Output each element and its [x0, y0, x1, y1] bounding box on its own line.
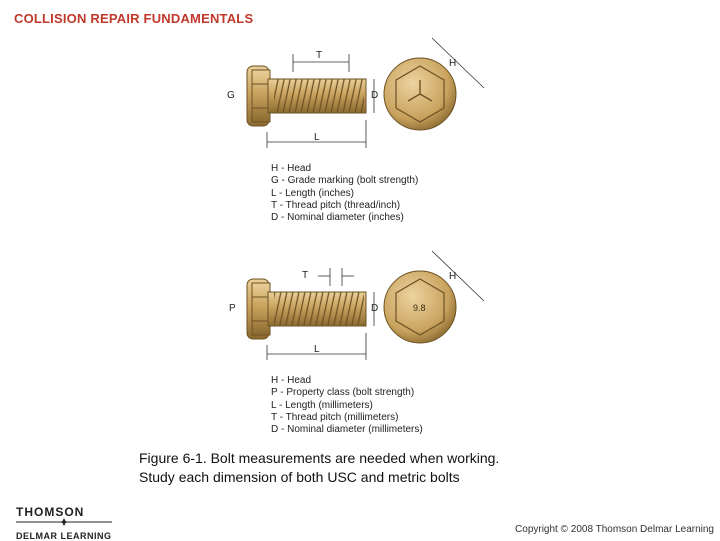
- metric-bolt-label-t: T: [302, 270, 308, 281]
- legend-item: L - Length (millimeters): [271, 399, 373, 411]
- metric-bolt-side-view: [246, 278, 367, 340]
- usc-bolt-dimensions: [266, 37, 485, 148]
- legend-item: D - Nominal diameter (millimeters): [271, 424, 423, 436]
- metric-bolt-dimensions: [266, 250, 485, 360]
- logo-star-icon: [16, 518, 112, 526]
- metric-bolt-end-view: 9.8: [383, 270, 457, 344]
- logo-bottom-text: DELMAR LEARNING: [16, 531, 112, 541]
- metric-bolt-label-h: H: [449, 271, 456, 282]
- usc-bolt-label-l: L: [314, 132, 320, 143]
- property-class-marking: 9.8: [413, 303, 426, 313]
- usc-bolt-label-t: T: [316, 50, 322, 61]
- usc-bolt-label-d: D: [371, 90, 378, 101]
- usc-bolt-label-h: H: [449, 58, 456, 69]
- metric-bolt-label-l: L: [314, 344, 320, 355]
- metric-bolt-legend: H - Head P - Property class (bolt streng…: [271, 375, 423, 436]
- legend-item: G - Grade marking (bolt strength): [271, 175, 419, 187]
- metric-bolt-hex-head: [251, 282, 271, 336]
- grade-marking-icon: [407, 80, 433, 102]
- copyright-notice: Copyright © 2008 Thomson Delmar Learning: [515, 524, 714, 535]
- usc-bolt-end-view: [383, 57, 457, 131]
- caption-line-1: Figure 6-1. Bolt measurements are needed…: [139, 450, 500, 466]
- figure-caption: Figure 6-1. Bolt measurements are needed…: [139, 449, 499, 487]
- publisher-logo: THOMSON DELMAR LEARNING: [16, 505, 112, 541]
- legend-item: H - Head: [271, 163, 312, 174]
- metric-bolt-hex-outline: [395, 278, 445, 336]
- page-header-title: COLLISION REPAIR FUNDAMENTALS: [14, 11, 254, 26]
- logo-top-text: THOMSON: [16, 505, 85, 519]
- legend-item: H - Head: [271, 375, 312, 386]
- legend-item: L - Length (inches): [271, 187, 355, 199]
- usc-bolt-side-view: [246, 65, 367, 127]
- legend-item: D - Nominal diameter (inches): [271, 212, 404, 224]
- usc-bolt-legend: H - Head G - Grade marking (bolt strengt…: [271, 163, 418, 224]
- usc-bolt-hex-outline: [395, 65, 445, 123]
- legend-item: T - Thread pitch (thread/inch): [271, 199, 401, 211]
- legend-item: T - Thread pitch (millimeters): [271, 411, 399, 423]
- usc-bolt-hex-head: [251, 69, 271, 123]
- legend-item: P - Property class (bolt strength): [271, 387, 415, 399]
- metric-bolt-label-p: P: [229, 303, 236, 314]
- usc-bolt-label-g: G: [227, 90, 235, 101]
- metric-bolt-label-d: D: [371, 303, 378, 314]
- caption-line-2: Study each dimension of both USC and met…: [139, 469, 460, 485]
